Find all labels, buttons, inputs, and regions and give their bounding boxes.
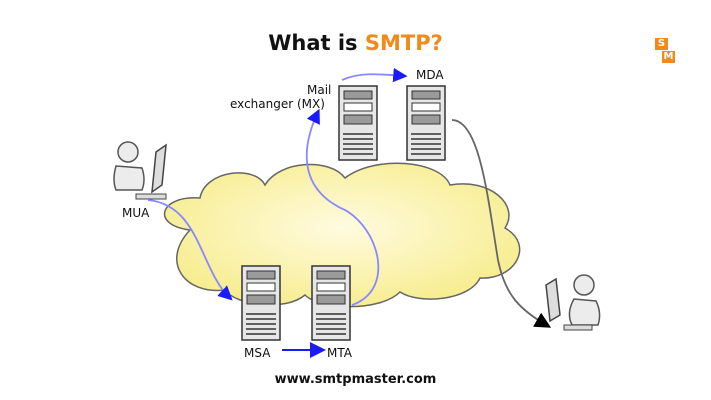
footer-url: www.smtpmaster.com [274,372,437,387]
mx-server-icon [338,85,378,161]
arrow-mda-to-recipient [451,119,552,328]
logo-letter-top: S [655,38,668,50]
mua-user-icon [113,141,167,200]
msa-server-icon [241,265,281,341]
mda-server-icon [406,85,446,161]
mua-label: MUA [122,206,150,220]
logo-letter-bottom: M [662,51,675,63]
mta-label: MTA [327,346,353,360]
mda-label: MDA [416,68,444,82]
arrow-mx-to-mda [341,67,408,83]
title-prefix: What is [268,31,365,55]
brand-logo: S M [655,38,675,64]
msa-label: MSA [244,346,271,360]
title-highlight: SMTP? [364,31,443,55]
arrow-mua-to-msa [147,199,233,301]
recipient-user-icon [545,274,601,331]
mx-label-line1: Mail [307,83,331,97]
mx-label-line2: exchanger (MX) [230,97,325,111]
page-title: What is SMTP? [0,31,711,55]
arrow-mta-to-mx [305,108,380,306]
mta-server-icon [311,265,351,341]
